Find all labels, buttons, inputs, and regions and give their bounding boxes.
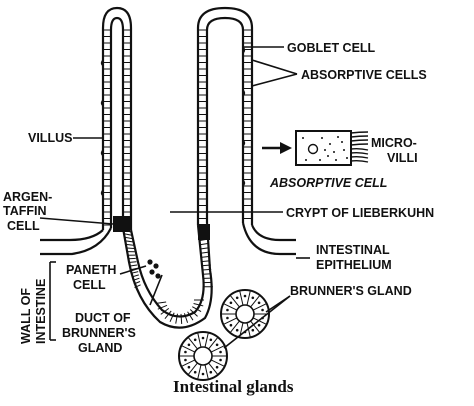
label-absorptive-cell: ABSORPTIVE CELL	[269, 176, 387, 190]
label-paneth-2: CELL	[73, 278, 106, 292]
leader-lines	[39, 46, 310, 349]
brunners-gland-upper	[220, 289, 270, 339]
crypt-of-lieberkuhn	[113, 216, 213, 329]
label-goblet-cell: GOBLET CELL	[287, 41, 376, 55]
label-intestinal-epithelium-1: INTESTINAL	[316, 243, 390, 257]
label-micro-villi-2: VILLI	[387, 151, 418, 165]
argentaffin-cell-right	[198, 224, 210, 240]
label-duct-3: GLAND	[78, 341, 122, 355]
label-wall-of-intestine-2: INTESTINE	[34, 279, 48, 344]
label-crypt-of-lieberkuhn: CRYPT OF LIEBERKUHN	[286, 206, 434, 220]
left-villus-cells	[100, 29, 131, 226]
figure-caption: Intestinal glands	[173, 377, 294, 396]
argentaffin-cell-left	[113, 216, 130, 232]
label-wall-of-intestine-1: WALL OF	[19, 288, 33, 344]
label-paneth-1: PANETH	[66, 263, 116, 277]
label-argentaffin-2: TAFFIN	[3, 204, 47, 218]
label-absorptive-cells: ABSORPTIVE CELLS	[301, 68, 427, 82]
label-micro-villi-1: MICRO-	[371, 136, 417, 150]
arrow-to-absorptive-cell	[262, 142, 292, 154]
label-duct-1: DUCT OF	[75, 311, 131, 325]
paneth-cells	[147, 259, 161, 279]
label-argentaffin-3: CELL	[7, 219, 40, 233]
right-villus-cells	[198, 29, 252, 219]
right-villus	[196, 6, 296, 256]
left-villus	[40, 6, 133, 256]
crypt-cells	[122, 225, 213, 324]
label-villus: VILLUS	[28, 131, 72, 145]
label-duct-2: BRUNNER'S	[62, 326, 136, 340]
label-brunners-gland: BRUNNER'S GLAND	[290, 284, 412, 298]
absorptive-cell-detail	[295, 130, 369, 166]
label-argentaffin-1: ARGEN-	[3, 190, 52, 204]
microvilli	[350, 131, 369, 163]
label-intestinal-epithelium-2: EPITHELIUM	[316, 258, 392, 272]
brunners-gland-lower	[178, 331, 228, 381]
